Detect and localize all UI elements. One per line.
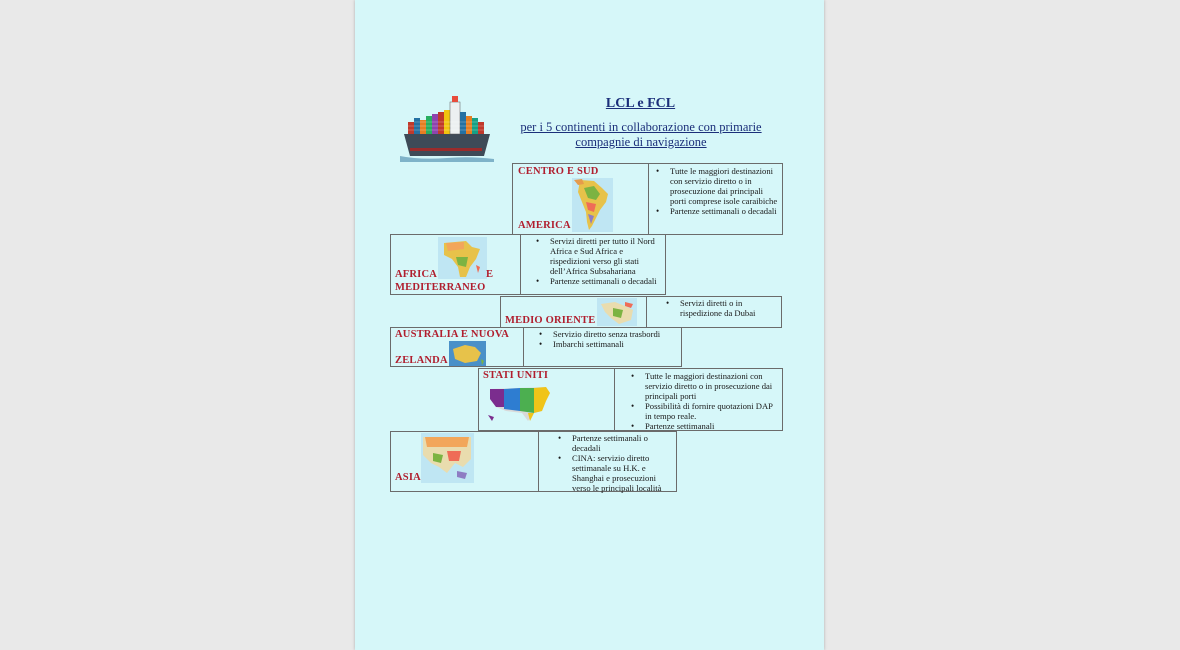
bullet-item: Partenze settimanali (628, 421, 778, 431)
document-title: LCL e FCL (605, 96, 676, 111)
region-row-africa-mediterraneo: AFRICA E MEDITERRANEO Servizi diretti pe… (390, 234, 666, 295)
bullet-list: Partenze settimanali o decadali CINA: se… (555, 433, 675, 493)
region-info: Tutte le maggiori destinazioni con servi… (649, 164, 782, 234)
bullet-item: Servizi diretti o in rispedizione da Dub… (663, 298, 781, 318)
bullet-item: Servizi diretti per tutto il Nord Africa… (533, 236, 663, 276)
region-label-bottom: MEDITERRANEO (395, 282, 486, 293)
region-row-australia: AUSTRALIA E NUOVA ZELANDA Servizio diret… (390, 327, 682, 367)
bullet-list: Servizi diretti per tutto il Nord Africa… (533, 236, 663, 286)
region-row-centro-sud-america: CENTRO E SUD AMERICA Tutte le maggiori d… (512, 163, 783, 235)
region-info: Servizi diretti per tutto il Nord Africa… (521, 235, 665, 294)
australia-map-image (449, 341, 486, 366)
bullet-item: Servizio diretto senza trasbordi (536, 329, 681, 339)
region-info: Tutte le maggiori destinazioni con servi… (615, 369, 782, 431)
bullet-item: CINA: servizio diretto settimanale su H.… (555, 453, 675, 493)
bullet-list: Tutte le maggiori destinazioni con servi… (653, 166, 778, 216)
region-info: Servizio diretto senza trasbordi Imbarch… (524, 328, 681, 366)
region-row-medio-oriente: MEDIO ORIENTE Servizi diretti o in rispe… (500, 296, 782, 328)
region-info: Servizi diretti o in rispedizione da Dub… (647, 297, 781, 327)
region-label-top: AUSTRALIA E NUOVA (395, 329, 510, 340)
document-subtitle: per i 5 continenti in collaborazione con… (520, 120, 762, 149)
region-cell: AFRICA E MEDITERRANEO (391, 235, 521, 294)
bullet-item: Possibilità di fornire quotazioni DAP in… (628, 401, 778, 421)
region-cell: ASIA (391, 432, 539, 491)
region-label-bottom: ZELANDA (395, 355, 448, 366)
region-label: STATI UNITI (483, 370, 549, 381)
region-label-left: AFRICA (395, 269, 438, 280)
united-states-map-image (488, 387, 550, 421)
africa-map-image (438, 237, 487, 279)
region-cell: MEDIO ORIENTE (501, 297, 647, 327)
bullet-list: Servizi diretti o in rispedizione da Dub… (663, 298, 781, 318)
document-page: LCL e FCL per i 5 continenti in collabor… (355, 0, 824, 650)
bullet-item: Partenze settimanali o decadali (533, 276, 663, 286)
region-label: ASIA (395, 472, 421, 483)
bullet-item: Tutte le maggiori destinazioni con servi… (628, 371, 778, 401)
region-label-bottom: AMERICA (518, 220, 571, 231)
region-cell: AUSTRALIA E NUOVA ZELANDA (391, 328, 524, 366)
south-america-map-image (572, 178, 613, 232)
region-cell: STATI UNITI (479, 369, 615, 430)
bullet-item: Imbarchi settimanali (536, 339, 681, 349)
region-info: Partenze settimanali o decadali CINA: se… (539, 432, 676, 493)
bullet-item: Partenze settimanali o decadali (653, 206, 778, 216)
region-row-asia: ASIA Partenze settimanali o decadali CIN… (390, 431, 677, 493)
middle-east-map-image (597, 298, 637, 326)
region-row-stati-uniti: STATI UNITI Tutte le maggiori destinazio… (478, 368, 783, 431)
region-label-top: CENTRO E SUD (518, 166, 599, 177)
bullet-item: Tutte le maggiori destinazioni con servi… (653, 166, 778, 206)
region-label-right: E (486, 269, 494, 280)
bullet-list: Tutte le maggiori destinazioni con servi… (628, 371, 778, 431)
asia-map-image (421, 433, 474, 483)
bullet-item: Partenze settimanali o decadali (555, 433, 675, 453)
region-label: MEDIO ORIENTE (505, 315, 596, 326)
bullet-list: Servizio diretto senza trasbordi Imbarch… (536, 329, 681, 349)
container-ship-image (400, 92, 494, 162)
region-cell: CENTRO E SUD AMERICA (513, 164, 649, 234)
